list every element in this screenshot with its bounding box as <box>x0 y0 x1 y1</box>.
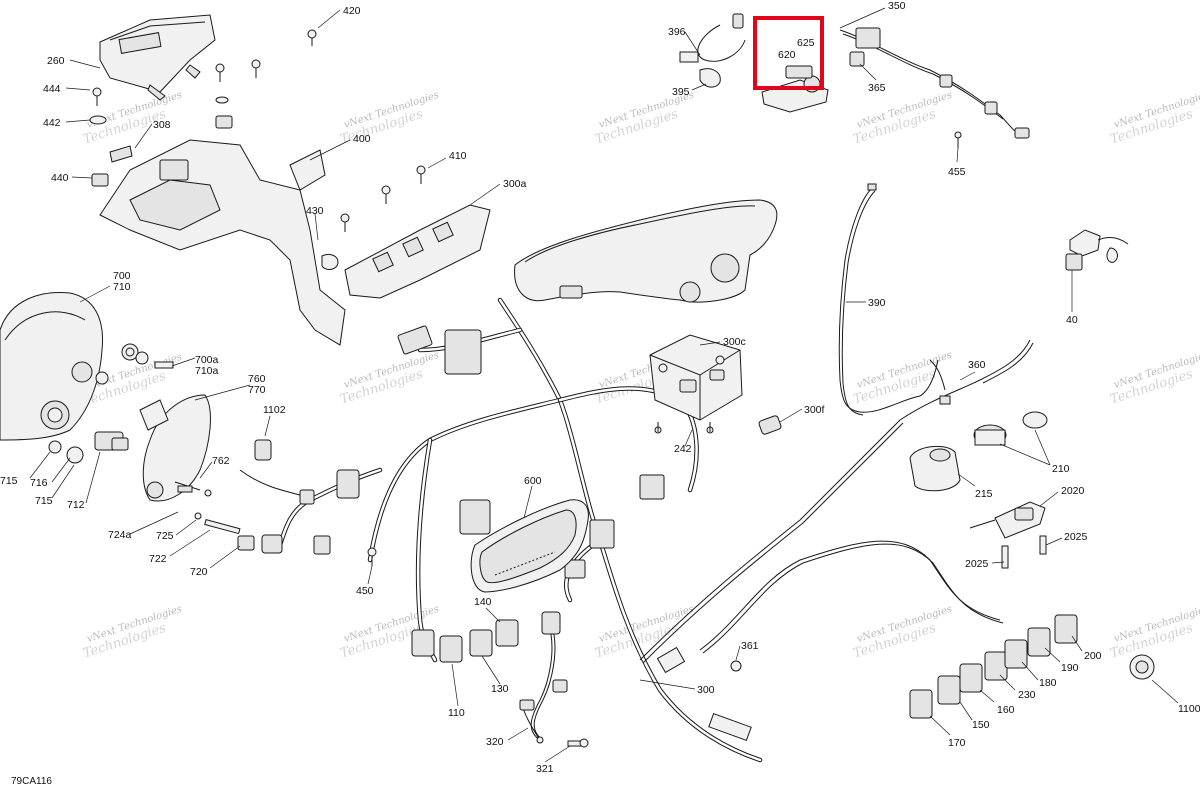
callout: 1100 <box>1178 703 1200 715</box>
callout: 724a <box>108 529 132 541</box>
callout: 300 <box>697 684 715 696</box>
callout: 2025 <box>965 558 989 570</box>
callout: 715 <box>35 495 53 507</box>
callout: 350 <box>888 0 906 12</box>
callout: 390 <box>868 297 886 309</box>
callout: 700a <box>195 354 219 366</box>
cover-260 <box>99 14 216 101</box>
bracket-400 <box>99 139 346 346</box>
callout: 361 <box>741 640 759 652</box>
harness-320 <box>519 611 589 748</box>
callout: 725 <box>156 530 174 542</box>
callout: 720 <box>190 566 208 578</box>
watermark: vNext Technologies Technologies <box>1108 604 1200 662</box>
callout: 365 <box>868 82 886 94</box>
callout: 200 <box>1084 650 1102 662</box>
callout: 230 <box>1018 689 1036 701</box>
switch-210 <box>973 411 1048 446</box>
callout: 455 <box>948 166 966 178</box>
callout: 308 <box>153 119 171 131</box>
callout: 260 <box>47 55 65 67</box>
callout: 762 <box>212 455 230 467</box>
part-2020 <box>969 501 1047 569</box>
callout: 300f <box>804 404 825 416</box>
callout: 395 <box>672 86 690 98</box>
callout: 715 <box>0 475 18 487</box>
callout: 360 <box>968 359 986 371</box>
wire-390 <box>838 183 951 416</box>
callout: 600 <box>524 475 542 487</box>
watermark: vNext Technologies Technologies <box>593 90 695 148</box>
leader-lines <box>29 7 1179 763</box>
watermark: vNext Technologies Technologies <box>1108 350 1200 408</box>
callout: 410 <box>449 150 467 162</box>
callout: 2020 <box>1061 485 1085 497</box>
callout: 716 <box>30 477 48 489</box>
callout: 444 <box>43 83 61 95</box>
callout: 140 <box>474 596 492 608</box>
screw-455 <box>954 131 962 148</box>
callout: 440 <box>51 172 69 184</box>
callout: 722 <box>149 553 167 565</box>
headlight-760 <box>139 394 211 502</box>
callout: 180 <box>1039 677 1057 689</box>
callout: 396 <box>668 26 686 38</box>
callout: 712 <box>67 499 85 511</box>
harness-350 <box>679 13 1030 139</box>
gauge-600 <box>470 499 589 593</box>
watermark: vNext Technologies Technologies <box>81 604 183 662</box>
watermark: vNext Technologies Technologies <box>851 90 953 148</box>
fuse-box-300c <box>649 334 782 435</box>
connector-40 <box>1065 229 1129 271</box>
callout: 420 <box>343 5 361 17</box>
callout: 130 <box>491 683 509 695</box>
switch-row-right <box>730 614 1155 719</box>
callout: 625 <box>797 37 815 49</box>
callout: 710 <box>113 281 131 293</box>
callout: 242 <box>674 443 692 455</box>
callout: 300c <box>723 336 746 348</box>
highlight-box <box>753 16 824 90</box>
callout: 40 <box>1066 314 1078 326</box>
callout: 150 <box>972 719 990 731</box>
diagram-code: 79CA116 <box>11 776 52 787</box>
callout: 400 <box>353 133 371 145</box>
callout: 760 <box>248 373 266 385</box>
screws-top-left <box>89 29 426 270</box>
callout: 300a <box>503 178 527 190</box>
dashboard-frame <box>514 199 778 303</box>
callout: 190 <box>1061 662 1079 674</box>
callout: 215 <box>975 488 993 500</box>
watermark: vNext Technologies Technologies <box>851 604 953 662</box>
bracket-300a <box>344 204 491 299</box>
callout: 700 <box>113 270 131 282</box>
part-215 <box>909 445 961 492</box>
callout: 710a <box>195 365 219 377</box>
callout: 1102 <box>263 404 286 416</box>
callout: 210 <box>1052 463 1070 475</box>
callout: 770 <box>248 384 266 396</box>
headlight-700 <box>0 291 104 441</box>
callout: 320 <box>486 736 504 748</box>
watermark: vNext Technologies Technologies <box>1108 90 1200 148</box>
callout: 430 <box>306 205 324 217</box>
watermark: vNext Technologies Technologies <box>338 350 440 408</box>
callout: 620 <box>778 49 796 61</box>
watermark: vNext Technologies Technologies <box>338 90 440 148</box>
callout: 450 <box>356 585 374 597</box>
watermark: vNext Technologies Technologies <box>593 604 695 662</box>
callout: 442 <box>43 117 61 129</box>
switches-left <box>367 547 519 663</box>
callout: 110 <box>448 707 465 719</box>
left-hardware <box>48 343 301 551</box>
callout: 160 <box>997 704 1015 716</box>
callout: 2025 <box>1064 531 1088 543</box>
callout: 321 <box>536 763 554 775</box>
callout: 170 <box>948 737 966 749</box>
